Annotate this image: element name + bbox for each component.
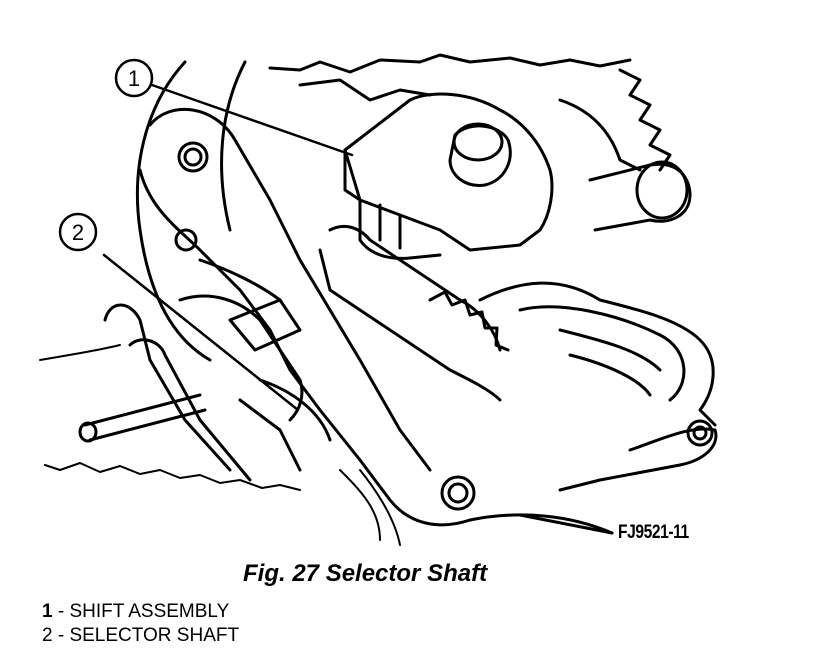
callout-2-circle (58, 212, 98, 252)
hatch-marks-2 (39, 344, 121, 361)
selector-rail-bottom (318, 248, 502, 402)
hatch-marks (44, 462, 301, 491)
legend-item: 2 - SELECTOR SHAFT (42, 624, 239, 648)
figure-code-leader (518, 513, 614, 535)
left-block (228, 298, 302, 352)
wiring (339, 469, 401, 546)
callout-2-number: 2 (72, 220, 84, 245)
left-shaft (83, 393, 207, 442)
legend: 1 - SHIFT ASSEMBLY 2 - SELECTOR SHAFT (42, 600, 239, 648)
left-pivot (174, 228, 198, 252)
legend-item-number: 2 (42, 625, 53, 646)
figure-code: FJ9521-11 (618, 522, 689, 543)
right-housing-bolt (686, 419, 714, 447)
figure-caption: Fig. 27 Selector Shaft (243, 560, 488, 587)
legend-item-text: - SHIFT ASSEMBLY (52, 601, 230, 622)
cover-bolt-hole-bottom-inner (447, 482, 469, 504)
top-mechanism (268, 53, 632, 74)
callout-1-leader (150, 83, 354, 157)
left-bracket (103, 303, 232, 472)
left-lower-linkage (238, 378, 332, 472)
shift-fork-lower (358, 198, 442, 260)
right-housing-inner (518, 305, 686, 402)
cover-bolt-hole-bottom (440, 475, 476, 511)
cover-bolt-hole-top-inner (183, 147, 203, 167)
callout-2-leader (102, 253, 300, 412)
left-shaft-end (78, 421, 98, 443)
left-bracket-2 (128, 338, 252, 482)
right-housing-ribs (558, 328, 662, 397)
top-mechanism-2 (298, 78, 432, 102)
upper-right-arm (558, 98, 642, 172)
selector-gear-teeth (428, 290, 510, 352)
callout-1-number: 1 (128, 66, 140, 91)
housing-rim (136, 60, 212, 362)
shift-assembly-body (343, 92, 554, 252)
legend-item: 1 - SHIFT ASSEMBLY (42, 600, 239, 624)
right-housing-flange (558, 427, 718, 492)
housing-rim-inner (220, 60, 247, 232)
shift-assembly-boss (448, 124, 512, 187)
left-arm (198, 258, 282, 302)
legend-item-number: 1 (42, 601, 53, 622)
cover-bolt-hole-top (177, 141, 209, 173)
left-lever (178, 294, 304, 422)
callout-1-circle (114, 58, 154, 98)
selector-shaft-illustration: 1 2 (39, 53, 718, 546)
shift-fork-detail (378, 203, 402, 250)
right-teeth (618, 68, 672, 172)
cover-plate-upper (148, 108, 432, 472)
legend-item-text: - SELECTOR SHAFT (52, 625, 240, 646)
housing-base-edge (468, 513, 614, 535)
right-cylinder (588, 162, 692, 232)
right-cylinder-end (635, 160, 689, 220)
shift-assembly-boss-top (452, 122, 504, 162)
selector-rail-top (328, 224, 502, 352)
right-housing (478, 281, 717, 427)
shift-fork-front (343, 148, 362, 202)
right-housing-bolt-inner (692, 425, 708, 441)
